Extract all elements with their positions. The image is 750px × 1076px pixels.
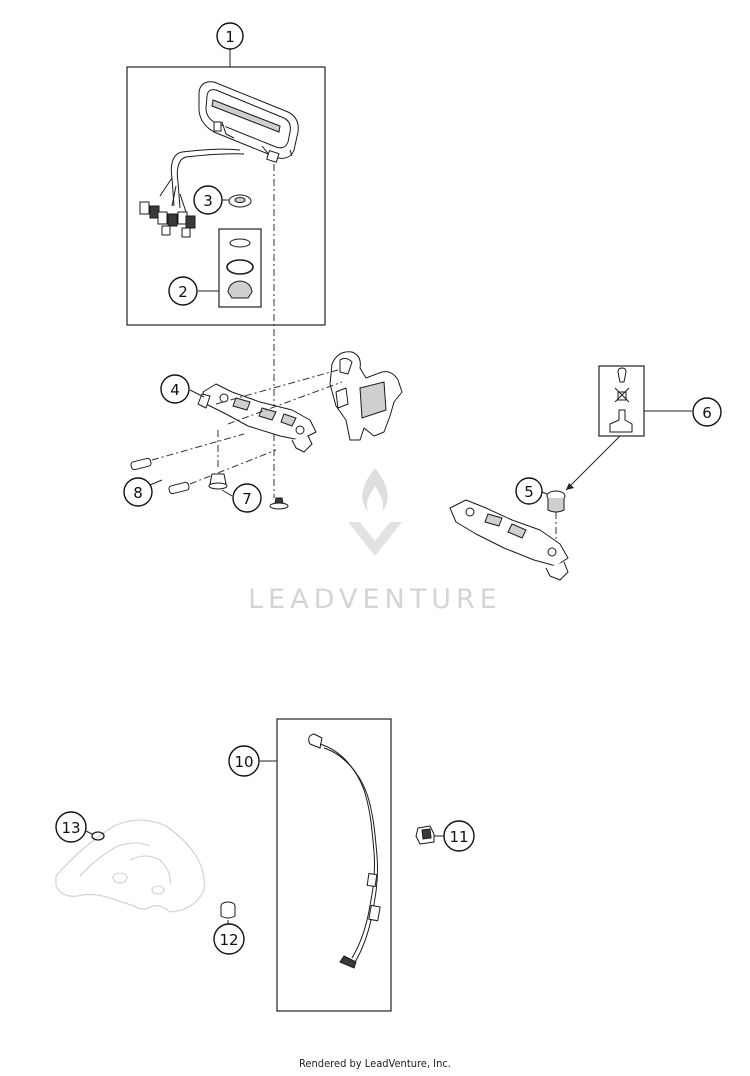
callout-2-label: 2 xyxy=(178,283,188,301)
clip-part-11[interactable] xyxy=(415,825,435,845)
callout-3[interactable]: 3 xyxy=(193,185,223,215)
callout-4-label: 4 xyxy=(170,381,180,399)
kit-6-contents xyxy=(609,367,633,433)
kit-2-washer xyxy=(229,238,251,248)
sensor-cable-part-10[interactable] xyxy=(308,733,381,969)
callout-12-label: 12 xyxy=(219,931,238,949)
nut-part-7-left[interactable] xyxy=(208,473,228,490)
brake-disc-reference xyxy=(55,819,205,913)
callout-3-label: 3 xyxy=(203,192,213,210)
leader-8 xyxy=(149,479,163,486)
callout-8[interactable]: 8 xyxy=(123,477,153,507)
callout-2[interactable]: 2 xyxy=(168,276,198,306)
kit-6-box xyxy=(598,365,645,437)
axis-bracket-mid xyxy=(227,381,343,425)
cluster-wiring xyxy=(159,148,245,213)
bracket-reference xyxy=(449,499,569,581)
callout-11-label: 11 xyxy=(449,828,468,846)
axis-bracket-upper xyxy=(215,369,339,405)
instrument-cluster[interactable] xyxy=(198,81,299,163)
callout-8-label: 8 xyxy=(133,484,143,502)
callout-1[interactable]: 1 xyxy=(216,22,244,50)
nut-part-7-right[interactable] xyxy=(269,497,289,510)
callout-6-label: 6 xyxy=(702,404,712,422)
cap-part-3-detail xyxy=(234,197,246,203)
leader-6-arrow xyxy=(565,435,621,491)
callout-6[interactable]: 6 xyxy=(692,397,722,427)
callout-13[interactable]: 13 xyxy=(55,811,87,843)
ring-part-13[interactable] xyxy=(91,831,105,841)
kit-2-box xyxy=(218,228,262,308)
kit-2-grommet xyxy=(227,280,253,299)
assembly-1-box xyxy=(126,66,326,326)
callout-1-label: 1 xyxy=(225,28,235,46)
leader-4 xyxy=(189,389,205,398)
bolt-part-8-lower[interactable] xyxy=(168,481,190,495)
callout-7-label: 7 xyxy=(242,490,252,508)
callout-11[interactable]: 11 xyxy=(443,820,475,852)
callout-10[interactable]: 10 xyxy=(228,745,260,777)
arrow-head-6 xyxy=(566,483,574,490)
grommet-part-5[interactable] xyxy=(546,490,566,513)
axis-bolt-upper xyxy=(151,433,245,461)
callout-4[interactable]: 4 xyxy=(160,374,190,404)
watermark-logo xyxy=(348,468,402,556)
callout-7[interactable]: 7 xyxy=(232,483,262,513)
callout-5[interactable]: 5 xyxy=(515,477,543,505)
callout-12[interactable]: 12 xyxy=(213,923,245,955)
watermark-text: LEADVENTURE xyxy=(248,584,502,615)
bolt-part-8-upper[interactable] xyxy=(130,457,152,471)
leader-5 xyxy=(541,491,548,495)
kit-2-oring xyxy=(226,259,254,275)
callout-13-label: 13 xyxy=(61,819,80,837)
callout-10-label: 10 xyxy=(234,753,253,771)
cluster-connectors xyxy=(139,201,196,238)
axis-bolt-lower xyxy=(189,449,277,485)
handlebar-clamp[interactable] xyxy=(329,351,403,441)
callout-5-label: 5 xyxy=(524,483,534,501)
footer-credit: Rendered by LeadVenture, Inc. xyxy=(299,1057,451,1070)
assembly-10-box xyxy=(276,718,392,1012)
leader-7 xyxy=(221,489,233,497)
spacer-part-12[interactable] xyxy=(220,901,236,919)
